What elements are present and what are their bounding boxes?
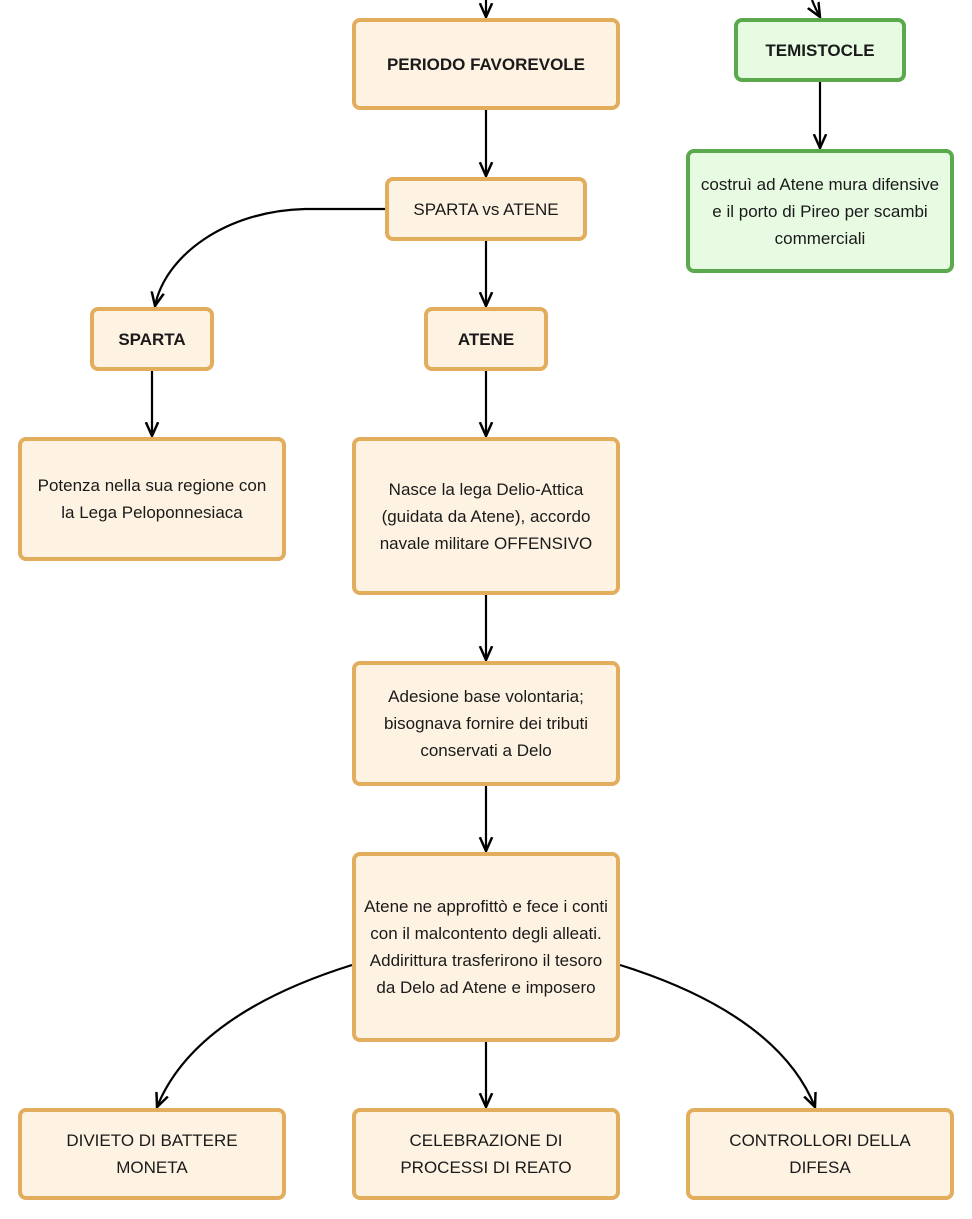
node-lega-delio-attica: Nasce la lega Delio-Attica (guidata da A… bbox=[352, 437, 620, 595]
node-sparta-label: SPARTA bbox=[118, 329, 186, 349]
node-temistocle-description-text: costruì ad Atene mura difensive e il por… bbox=[700, 174, 940, 248]
node-adesione: Adesione base volontaria; bisognava forn… bbox=[352, 661, 620, 786]
node-celebrazione-processi: CELEBRAZIONE DI PROCESSI DI REATO bbox=[352, 1108, 620, 1200]
node-adesione-text: Adesione base volontaria; bisognava forn… bbox=[383, 687, 589, 760]
node-sparta-vs-atene: SPARTA vs ATENE bbox=[385, 177, 587, 241]
node-temistocle: TEMISTOCLE bbox=[734, 18, 906, 82]
node-atene-label: ATENE bbox=[457, 329, 515, 349]
node-approfitto: Atene ne approfittò e fece i conti con i… bbox=[352, 852, 620, 1042]
connector-approfitto-divieto bbox=[157, 963, 353, 1107]
node-celebrazione-processi-text: CELEBRAZIONE DI PROCESSI DI REATO bbox=[400, 1131, 572, 1177]
node-temistocle-label: TEMISTOCLE bbox=[765, 40, 875, 60]
node-atene: ATENE bbox=[424, 307, 548, 371]
node-approfitto-text: Atene ne approfittò e fece i conti con i… bbox=[364, 897, 608, 997]
node-sparta: SPARTA bbox=[90, 307, 214, 371]
node-periodo-favorevole: PERIODO FAVOREVOLE bbox=[352, 18, 620, 110]
node-lega-delio-attica-text: Nasce la lega Delio-Attica (guidata da A… bbox=[379, 479, 593, 553]
node-divieto-moneta-text: DIVIETO DI BATTERE MONETA bbox=[66, 1131, 238, 1177]
connector-incoming-temistocle bbox=[812, 0, 820, 17]
node-temistocle-description: costruì ad Atene mura difensive e il por… bbox=[686, 149, 954, 273]
connector-spartavsatene-sparta bbox=[155, 207, 386, 306]
node-sparta-description-text: Potenza nella sua regione con la Lega Pe… bbox=[37, 476, 267, 522]
connector-approfitto-controllori bbox=[619, 963, 815, 1107]
node-divieto-moneta: DIVIETO DI BATTERE MONETA bbox=[18, 1108, 286, 1200]
node-periodo-favorevole-label: PERIODO FAVOREVOLE bbox=[386, 54, 586, 74]
node-controllori-difesa: CONTROLLORI DELLA DIFESA bbox=[686, 1108, 954, 1200]
node-controllori-difesa-text: CONTROLLORI DELLA DIFESA bbox=[729, 1131, 911, 1177]
node-sparta-vs-atene-label: SPARTA vs ATENE bbox=[413, 199, 559, 219]
node-sparta-description: Potenza nella sua regione con la Lega Pe… bbox=[18, 437, 286, 561]
